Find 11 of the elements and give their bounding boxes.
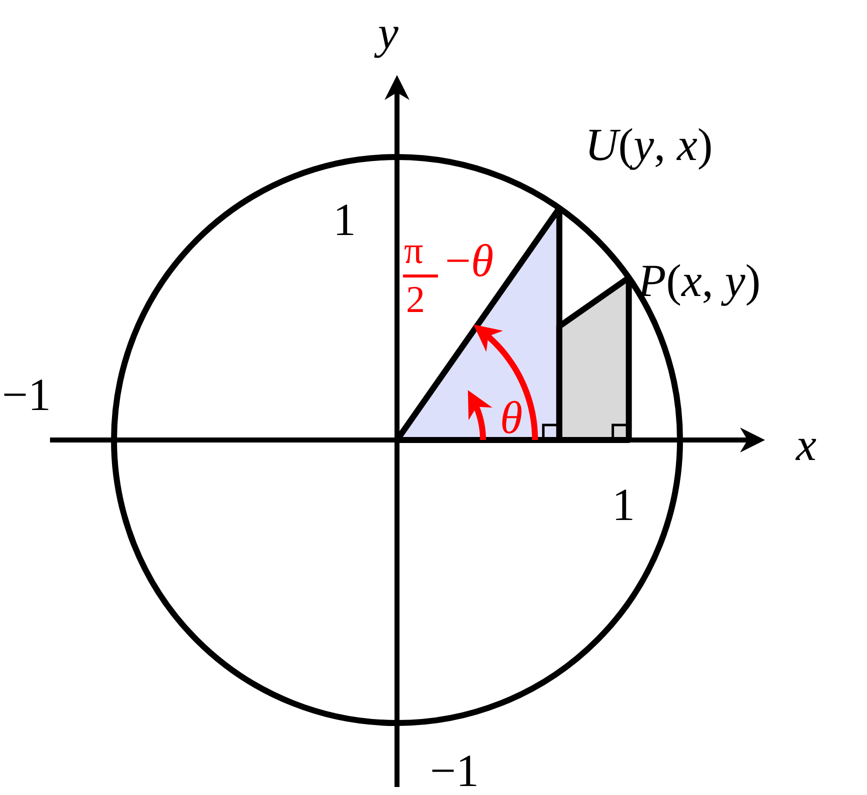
- angle-label: θ: [500, 395, 523, 441]
- axis-label: x: [796, 422, 816, 468]
- tick-label: −1: [2, 372, 51, 418]
- angle-label: π: [404, 232, 424, 270]
- tick-label: −1: [430, 748, 479, 794]
- point-label: U(y, x): [585, 122, 713, 168]
- tick-label: 1: [333, 197, 356, 243]
- angle-label: −θ: [445, 238, 494, 284]
- point-label: P(x, y): [638, 258, 761, 304]
- angle-label: 2: [406, 281, 425, 319]
- tick-label: 1: [612, 482, 635, 528]
